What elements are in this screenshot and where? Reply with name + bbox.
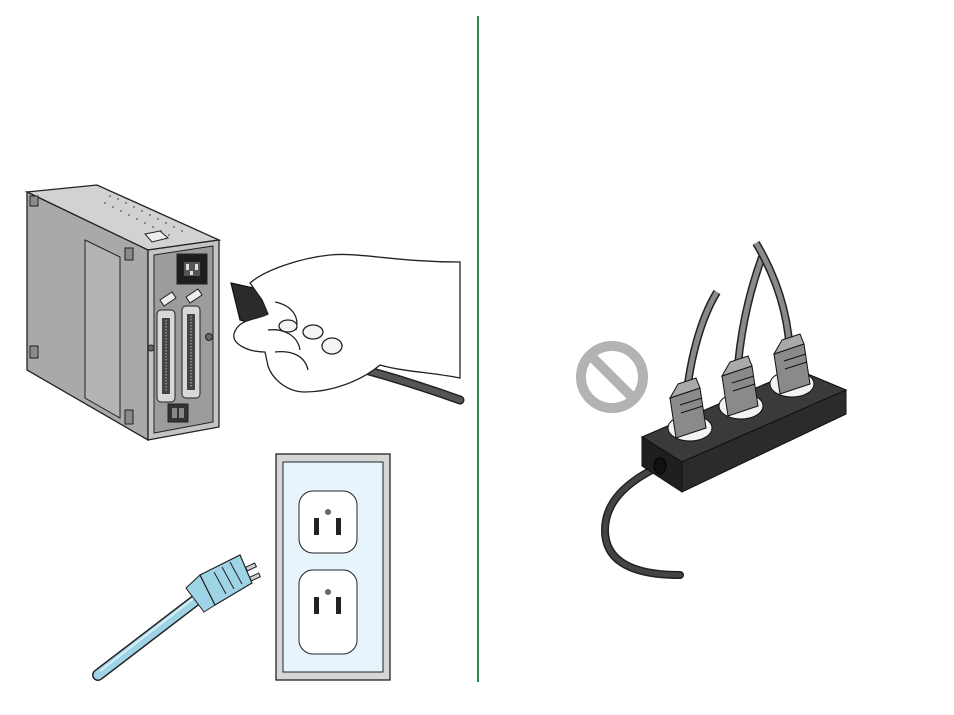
outlet-socket-bottom — [299, 570, 357, 654]
wall-outlet — [276, 454, 390, 680]
drive-screw-right — [206, 334, 213, 341]
drive-id-switch — [168, 404, 188, 422]
plug-1 — [670, 378, 706, 438]
plug-3 — [774, 334, 810, 394]
hand — [234, 254, 460, 392]
power-strip-svg — [479, 0, 954, 715]
connect-power-illustration — [0, 0, 477, 715]
power-cord-plug — [98, 555, 260, 675]
power-strip-warning-illustration — [479, 0, 954, 715]
external-drive — [27, 185, 219, 440]
outlet-socket-top — [299, 491, 357, 553]
plug-2 — [722, 356, 758, 416]
connect-power-svg — [0, 0, 477, 715]
drive-side-inset — [85, 240, 120, 418]
drive-power-socket — [177, 254, 207, 284]
prohibited-icon — [581, 346, 643, 408]
drive-screw-left — [148, 345, 154, 351]
